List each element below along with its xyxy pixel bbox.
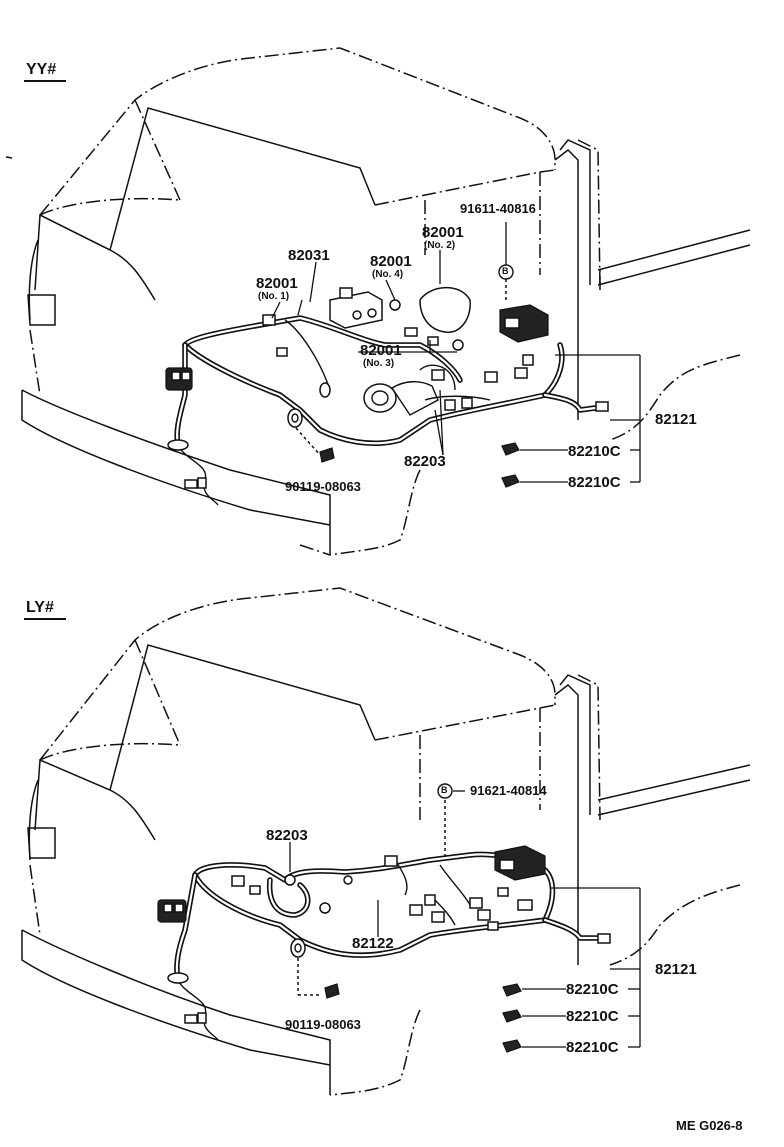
section-title-yy: YY# xyxy=(26,61,57,78)
top-components xyxy=(165,264,609,489)
part-label-82210c-bottom-3: 82210C xyxy=(566,1039,619,1056)
part-label-82121-top: 82121 xyxy=(655,411,697,428)
stray-mark xyxy=(5,156,13,159)
bottom-leader-lines xyxy=(289,790,641,1048)
part-label-82001-no3: 82001 xyxy=(360,342,402,359)
top-leader-lines xyxy=(271,222,641,483)
part-label-82203-top: 82203 xyxy=(404,453,446,470)
section-title-ly: LY# xyxy=(26,599,54,616)
part-label-90119-08063-top: 90119-08063 xyxy=(285,479,361,494)
marker-b-bottom: B xyxy=(441,785,448,795)
part-label-82001-no4: 82001 xyxy=(370,253,412,270)
part-label-82210c-top-1: 82210C xyxy=(568,443,621,460)
part-label-82121-bottom: 82121 xyxy=(655,961,697,978)
top-vehicle-outline xyxy=(21,47,751,556)
part-label-82210c-bottom-1: 82210C xyxy=(566,981,619,998)
part-sublabel-no4: (No. 4) xyxy=(372,269,404,280)
part-label-91611-40816: 91611-40816 xyxy=(460,201,536,216)
part-label-82031: 82031 xyxy=(288,247,330,264)
part-sublabel-no2: (No. 2) xyxy=(424,240,456,251)
section-title-underline xyxy=(24,80,66,82)
part-label-82210c-top-2: 82210C xyxy=(568,474,621,491)
part-label-82210c-bottom-2: 82210C xyxy=(566,1008,619,1025)
bottom-components xyxy=(157,783,611,1053)
figure-code: ME G026-8 xyxy=(676,1118,743,1133)
section-title-underline-2 xyxy=(24,618,66,620)
part-sublabel-no3: (No. 3) xyxy=(363,358,395,369)
part-label-82001-no2: 82001 xyxy=(422,224,464,241)
part-label-90119-08063-bottom: 90119-08063 xyxy=(285,1017,361,1032)
part-label-82122: 82122 xyxy=(352,935,394,952)
marker-b-top: B xyxy=(502,266,509,276)
bottom-wire-harness xyxy=(174,851,601,1041)
part-label-82203-bottom: 82203 xyxy=(266,827,308,844)
bottom-vehicle-outline xyxy=(21,587,751,1096)
part-label-91621-40814: 91621-40814 xyxy=(470,783,547,798)
part-sublabel-no1: (No. 1) xyxy=(258,291,290,302)
part-label-82001-no1: 82001 xyxy=(256,275,298,292)
